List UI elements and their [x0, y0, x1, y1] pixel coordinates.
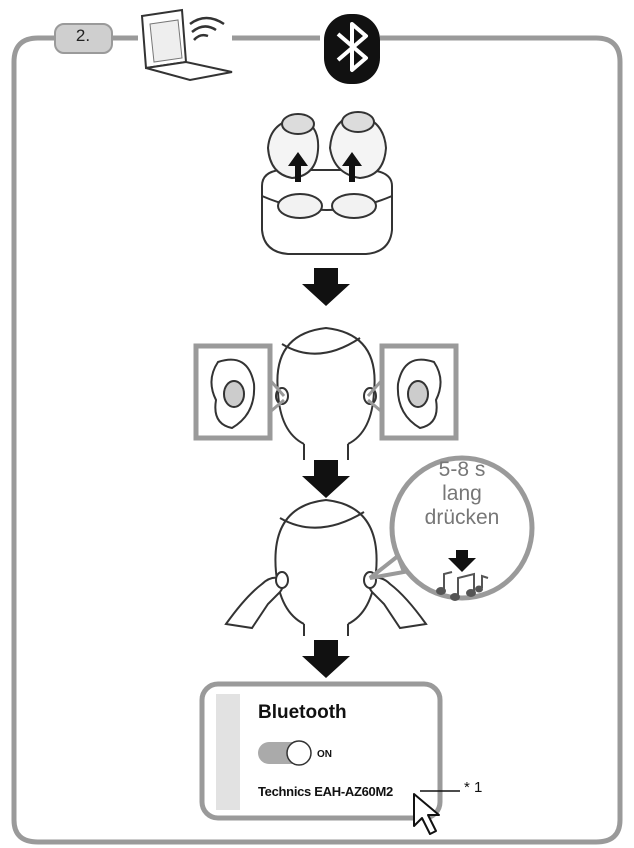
hold-duration-text: 5-8 s — [438, 458, 486, 481]
wireless-signal-icon — [189, 16, 225, 41]
down-arrow-icon — [448, 550, 476, 572]
bluetooth-settings-screen — [199, 681, 443, 821]
ear-zoom-left — [193, 343, 286, 441]
hand-icon — [224, 571, 428, 630]
toggle-state-label: ON — [317, 749, 332, 760]
bluetooth-icon — [324, 14, 380, 84]
laptop-icon — [140, 8, 233, 82]
down-arrow-icon — [302, 460, 350, 498]
hold-instruction-text: lang — [442, 482, 482, 505]
toggle-switch-icon — [258, 740, 312, 766]
ear-zoom-right — [366, 343, 459, 441]
hold-instruction-bubble — [368, 455, 535, 601]
cursor-arrow-icon — [413, 793, 440, 835]
head-icon — [274, 498, 378, 636]
step-number: 2. — [75, 26, 91, 45]
music-note-icon — [436, 571, 489, 601]
down-arrow-icon — [302, 268, 350, 306]
outer-frame — [11, 35, 623, 845]
lift-arrow-icon — [288, 152, 362, 182]
device-name: Technics EAH-AZ60M2 — [258, 784, 393, 799]
footnote-marker: * 1 — [464, 779, 483, 796]
earbuds-case-icon — [261, 111, 393, 255]
hold-instruction-text: drücken — [424, 506, 500, 529]
step-badge — [54, 23, 113, 54]
down-arrow-icon — [302, 640, 350, 678]
bluetooth-title: Bluetooth — [258, 702, 347, 723]
head-icon — [275, 326, 377, 460]
